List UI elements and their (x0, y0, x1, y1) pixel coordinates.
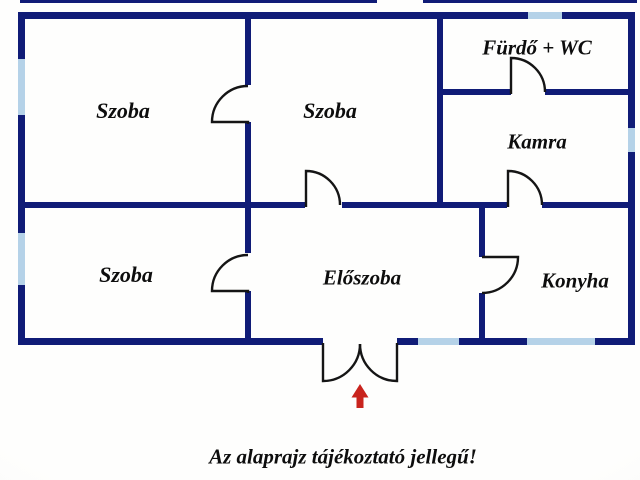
window-bottom-1 (418, 338, 459, 345)
window-bottom-2 (527, 338, 595, 345)
door-furdo-kamra (509, 56, 547, 94)
room-label-kamra: Kamra (507, 129, 567, 154)
wall-bottom-4 (595, 338, 635, 345)
top-edge-line-left (20, 0, 377, 3)
door-eloszoba-konyha (481, 255, 520, 295)
door-szoba1-szoba2 (210, 84, 250, 124)
wall-middle-center (342, 202, 507, 208)
wall-furdo-kamra-right (545, 89, 628, 95)
window-left-upper (18, 59, 25, 115)
entrance-door-right-leaf (358, 343, 399, 383)
entrance-arrow-icon (351, 384, 369, 408)
entrance-door-left-leaf (321, 343, 362, 383)
wall-eloszoba-konyha-lower (479, 293, 485, 338)
room-label-eloszoba: Előszoba (322, 265, 402, 290)
wall-right-1 (628, 12, 635, 128)
wall-szoba3-eloszoba-lower (245, 291, 251, 338)
wall-szoba2-furdo (437, 19, 443, 208)
wall-bottom-2 (397, 338, 418, 345)
wall-bottom-3 (459, 338, 527, 345)
wall-left-3 (18, 285, 25, 345)
wall-middle-right (542, 202, 628, 208)
wall-szoba1-szoba2-lower (245, 122, 251, 208)
wall-left-2 (18, 115, 25, 233)
door-kamra-eloszoba (506, 169, 544, 207)
room-label-szoba-2: Szoba (303, 98, 357, 123)
wall-right-2 (628, 152, 635, 345)
door-szoba2-eloszoba (304, 169, 342, 207)
room-label-szoba-1: Szoba (96, 98, 150, 123)
wall-eloszoba-konyha-upper (479, 208, 485, 257)
top-edge-line-right (423, 0, 637, 3)
door-szoba3-eloszoba (210, 253, 250, 293)
window-right (628, 128, 635, 152)
wall-left-1 (18, 12, 25, 59)
wall-szoba3-eloszoba-upper (245, 208, 251, 253)
window-left-lower (18, 233, 25, 285)
wall-middle-left (25, 202, 305, 208)
room-label-furdo-wc: Fürdő + WC (482, 35, 592, 60)
wall-top (18, 12, 635, 19)
window-top (528, 12, 562, 19)
caption-disclaimer: Az alaprajz tájékoztató jellegű! (209, 444, 477, 469)
wall-bottom-1 (18, 338, 323, 345)
wall-furdo-kamra-left (440, 89, 511, 95)
room-label-szoba-3: Szoba (99, 262, 153, 287)
wall-szoba1-szoba2-upper (245, 19, 251, 85)
room-label-konyha: Konyha (541, 268, 609, 293)
